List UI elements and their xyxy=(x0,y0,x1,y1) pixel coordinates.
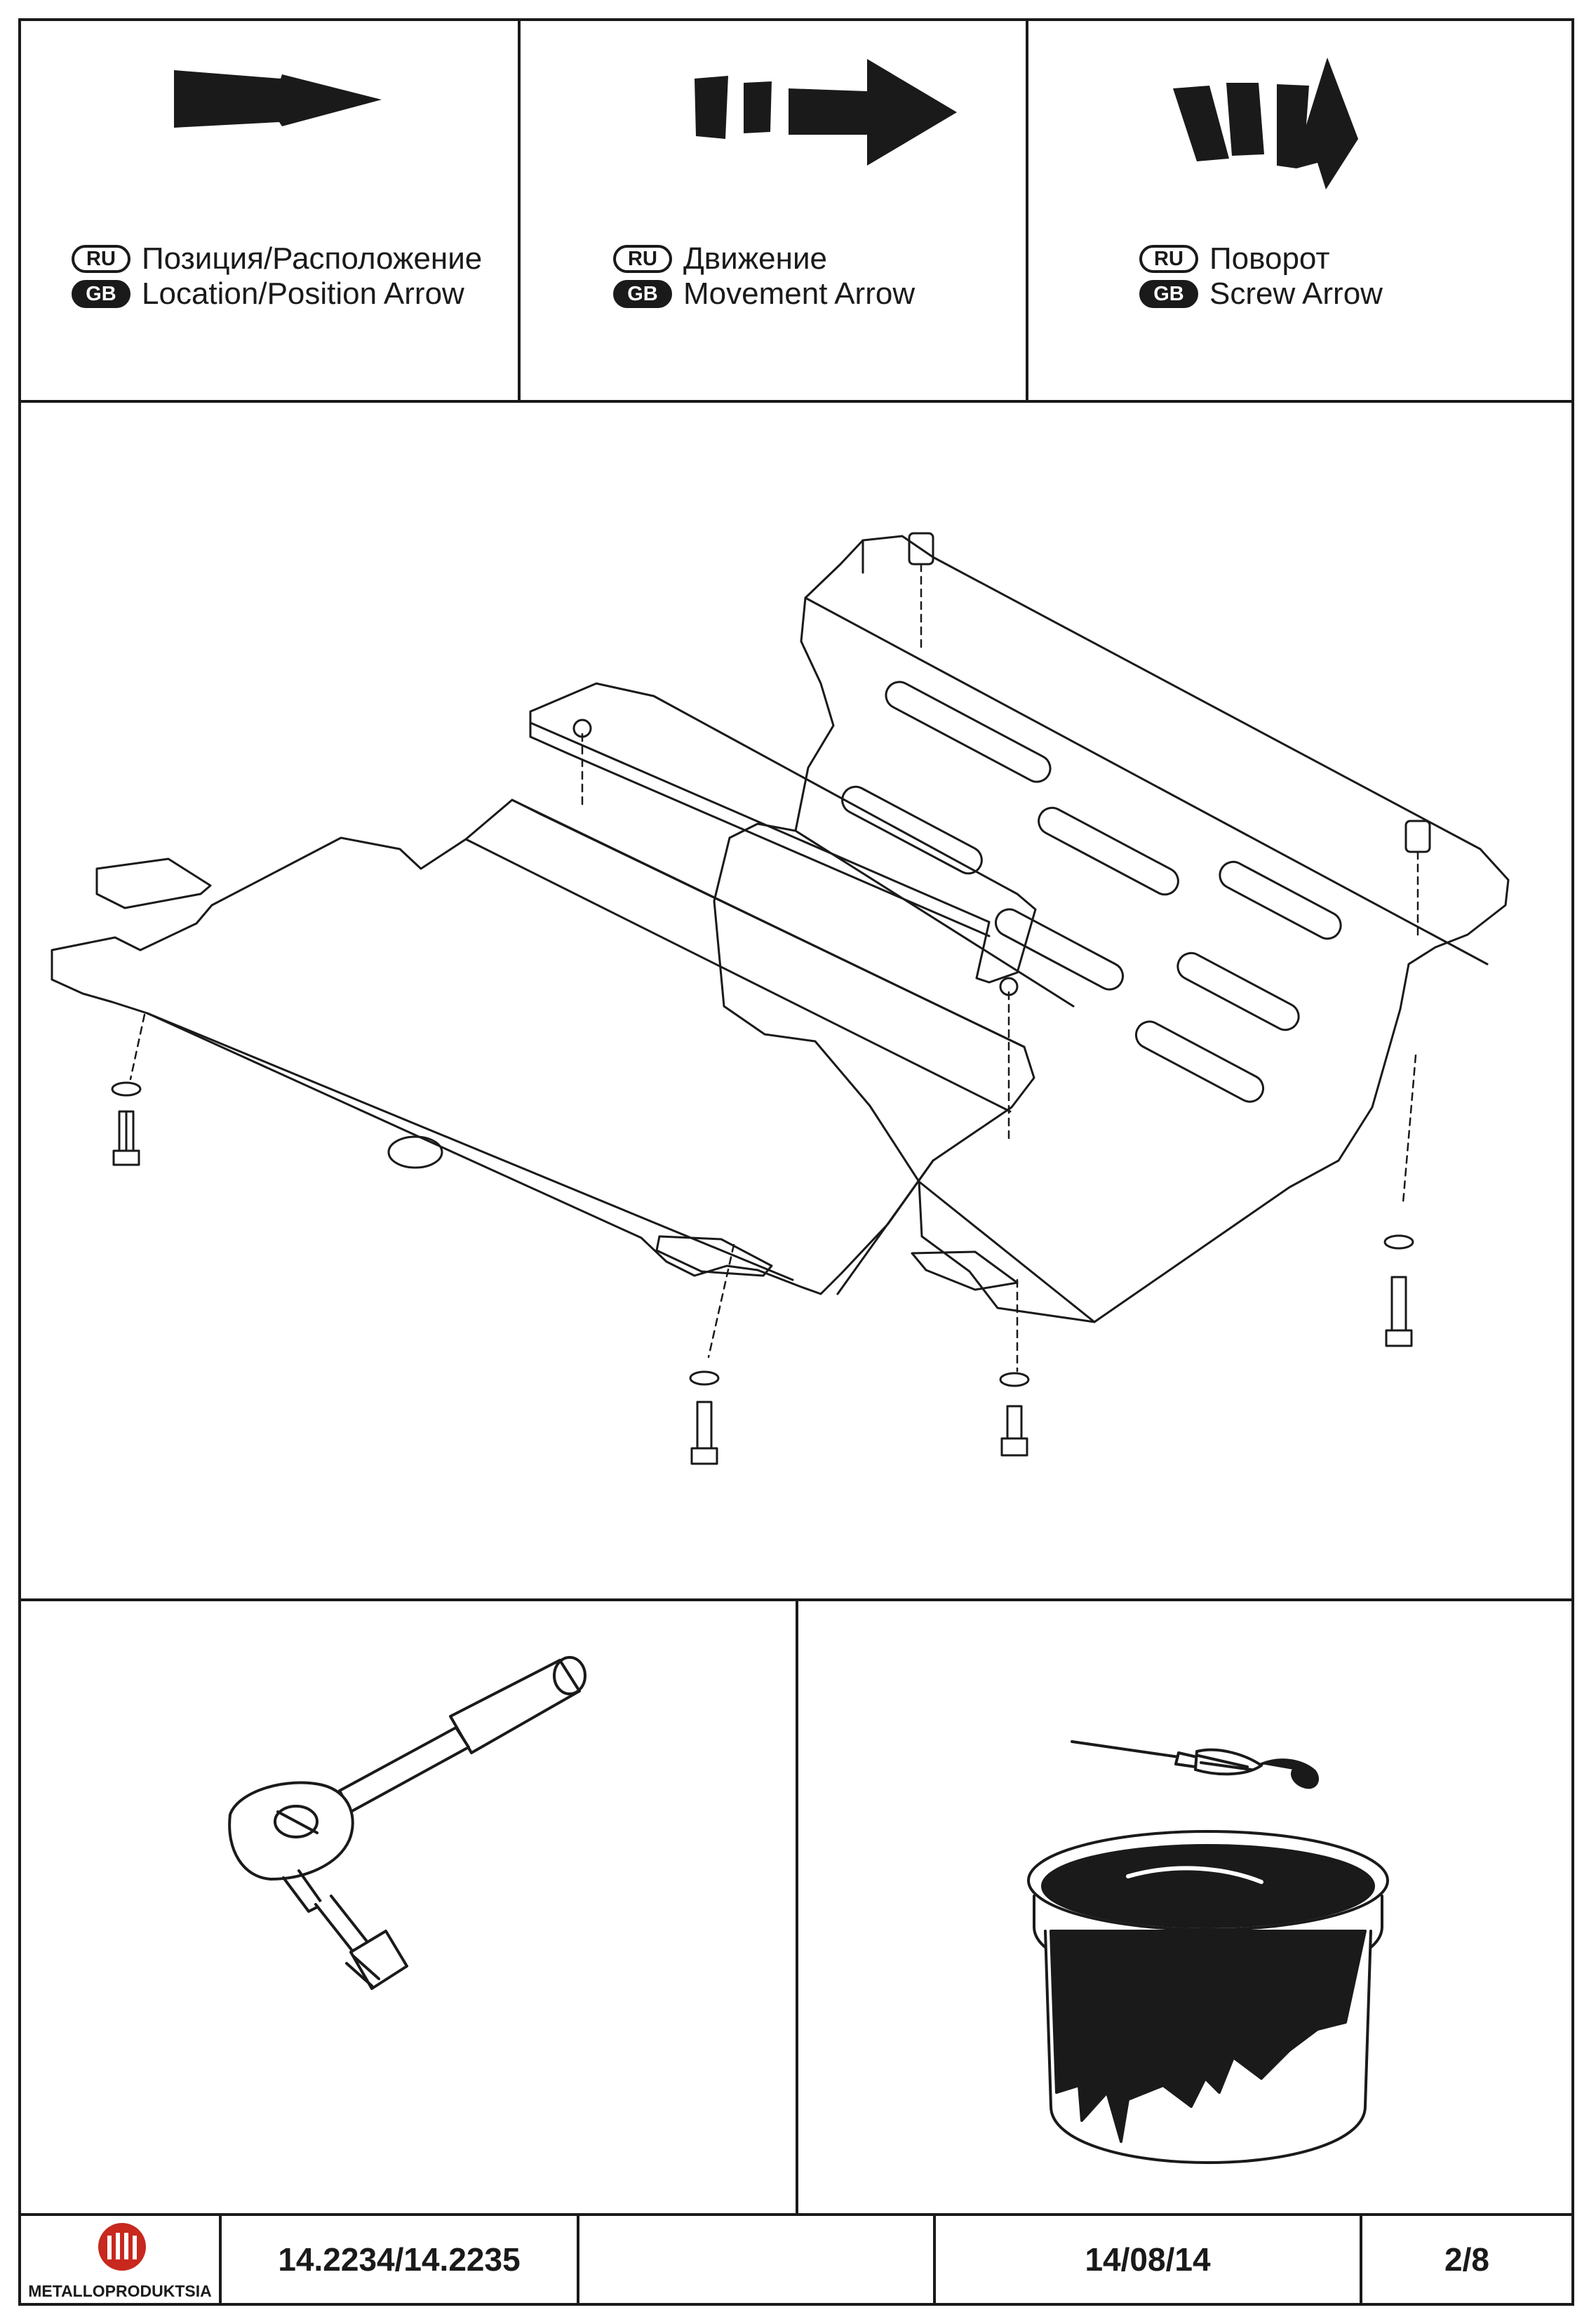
title-block-logo: METALLOPRODUKTSIA xyxy=(18,2213,222,2306)
legend-gb-text: Movement Arrow xyxy=(683,276,916,311)
location-arrow-icon xyxy=(174,70,382,128)
assembly-diagram-cell xyxy=(18,400,1574,1601)
washers-and-bolts xyxy=(111,719,1414,1465)
ru-badge: RU xyxy=(613,245,672,273)
gb-badge: GB xyxy=(613,280,672,308)
issue-date: 14/08/14 xyxy=(933,2213,1362,2306)
crossmember-bracket xyxy=(529,682,1037,984)
rear-plate xyxy=(713,535,1510,1323)
legend-cell-movement: RU Движение GB Movement Arrow xyxy=(518,18,1028,403)
tool-cell xyxy=(18,1598,798,2244)
legend-ru-text: Поворот xyxy=(1209,241,1330,276)
screw-arrow-icon xyxy=(1173,58,1358,189)
studs xyxy=(908,532,1431,853)
legend-gb-text: Location/Position Arrow xyxy=(142,276,464,311)
legend-ru-text: Движение xyxy=(683,241,828,276)
title-block-blank xyxy=(577,2213,936,2306)
front-plate xyxy=(51,799,1035,1295)
legend-cell-screw: RU Поворот GB Screw Arrow xyxy=(1026,18,1574,403)
paint-cell xyxy=(796,1598,1574,2244)
legend-cell-location: RU Позиция/Расположение GB Location/Positi… xyxy=(18,18,521,403)
ru-badge: RU xyxy=(72,245,130,273)
paint-brush-can-icon xyxy=(1027,1740,1389,2164)
brand-name: METALLOPRODUKTSIA xyxy=(28,2282,212,2300)
sheet-number: 2/8 xyxy=(1360,2213,1574,2306)
skid-plate-assembly-drawing xyxy=(51,532,1510,1465)
ru-badge: RU xyxy=(1139,245,1198,273)
instruction-sheet: RU Позиция/Расположение GB Location/Positi… xyxy=(18,18,1574,2306)
legend-ru-text: Позиция/Расположение xyxy=(142,241,483,276)
legend-gb-text: Screw Arrow xyxy=(1209,276,1383,311)
metalloproduktsia-logo-icon xyxy=(98,2223,146,2271)
gb-badge: GB xyxy=(72,280,130,308)
gb-badge: GB xyxy=(1139,280,1198,308)
ventilation-slots xyxy=(841,681,1342,1103)
movement-arrow-icon xyxy=(695,59,957,166)
part-number: 14.2234/14.2235 xyxy=(219,2213,579,2306)
ratchet-wrench-icon xyxy=(228,1656,586,1990)
